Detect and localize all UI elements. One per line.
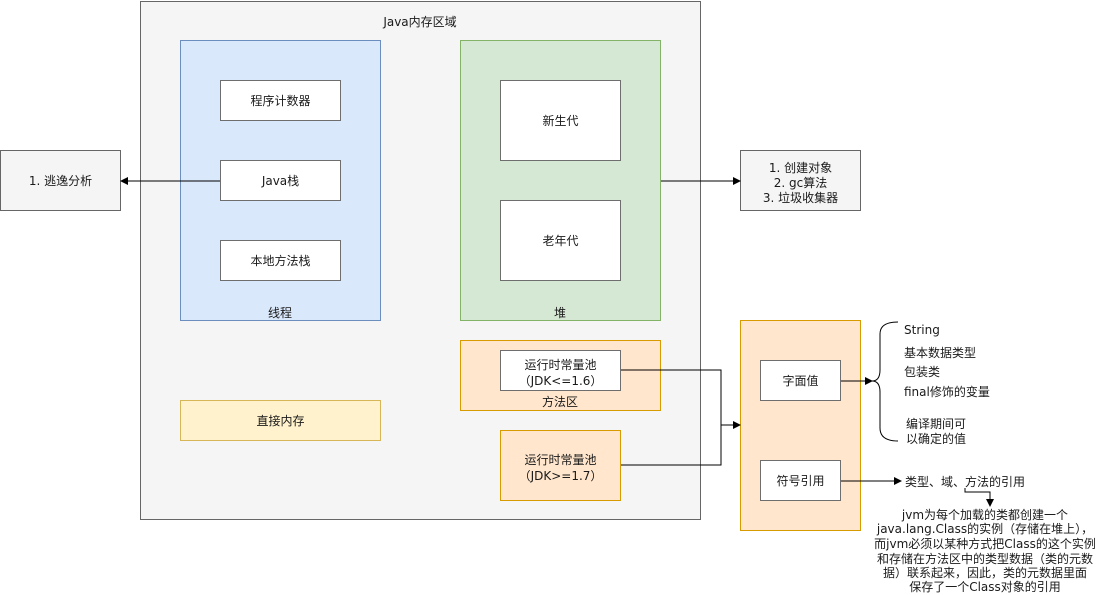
direct-memory-box: 直接内存 — [180, 400, 381, 441]
java-memory-area-title: Java内存区域 — [383, 15, 457, 29]
literal-item-compile-line2: 以确定的值 — [906, 432, 967, 446]
native-stack-box: 本地方法栈 — [220, 240, 341, 281]
young-gen-box: 新生代 — [500, 80, 621, 161]
runtime-pool-new-line1: 运行时常量池 — [524, 453, 597, 467]
heap-note-create-object: 1. 创建对象 — [768, 161, 833, 175]
literal-item-wrapper: 包装类 — [904, 365, 941, 379]
literal-box: 字面值 — [760, 360, 841, 401]
runtime-pool-old-line2: （JDK<=1.6） — [518, 374, 603, 388]
jvm-note-line2: java.lang.Class的实例（存储在堆上）， — [876, 522, 1094, 536]
jvm-note-line6: 保存了一个Class对象的引用 — [909, 580, 1061, 594]
heap-note-gc-collectors: 3. 垃圾收集器 — [762, 191, 839, 205]
runtime-pool-new-box: 运行时常量池 （JDK>=1.7） — [500, 430, 621, 501]
jvm-note-line4: 和存储在方法区中的类型数据（类的元数 — [876, 552, 1093, 566]
jvm-note-line3: 而jvm必须以某种方式把Class的这个实例 — [874, 537, 1096, 551]
literal-list-brace — [871, 321, 899, 442]
heap-notes-box: 1. 创建对象 2. gc算法 3. 垃圾收集器 — [740, 150, 861, 211]
escape-analysis-box: 1. 逃逸分析 — [0, 150, 121, 211]
thread-label: 线程 — [267, 306, 292, 320]
jvm-note-line1: jvm为每个加载的类都创建一个 — [901, 508, 1069, 522]
literal-item-string: String — [904, 323, 940, 337]
literal-item-compile-line1: 编译期间可 — [906, 417, 967, 431]
literal-item-basic-types: 基本数据类型 — [904, 346, 977, 360]
literal-item-final: final修饰的变量 — [904, 385, 990, 399]
symbol-ref-target: 类型、域、方法的引用 — [905, 475, 1026, 489]
pc-register-box: 程序计数器 — [220, 80, 341, 121]
heap-label: 堆 — [553, 306, 566, 320]
symbol-ref-box: 符号引用 — [760, 460, 841, 501]
runtime-pool-old-box: 运行时常量池 （JDK<=1.6） — [500, 350, 621, 391]
heap-note-gc-algorithm: 2. gc算法 — [773, 176, 828, 190]
old-gen-box: 老年代 — [500, 200, 621, 281]
runtime-pool-new-line2: （JDK>=1.7） — [518, 469, 603, 483]
jvm-note-line5: 据）联系起来，因此，类的元数据里面 — [882, 566, 1087, 580]
method-area-label: 方法区 — [541, 395, 578, 409]
arrow-target-to-jvm-note — [964, 488, 994, 507]
runtime-pool-old-line1: 运行时常量池 — [524, 358, 597, 372]
java-stack-box: Java栈 — [220, 160, 341, 201]
